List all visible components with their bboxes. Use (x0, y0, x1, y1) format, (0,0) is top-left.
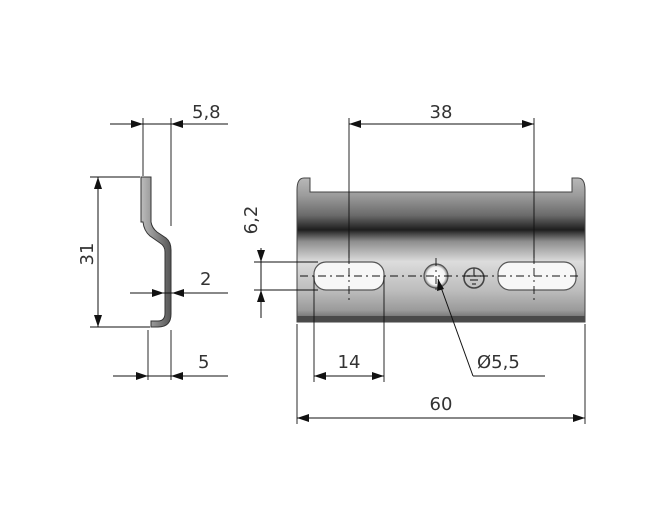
front-view: 38 6,2 14 Ø5,5 60 (241, 102, 586, 424)
dim-label-slot-spacing: 38 (430, 102, 453, 123)
arrow (152, 289, 164, 297)
rail-profile-shape (140, 176, 172, 328)
dim-label-profile-width: 5,8 (192, 102, 221, 123)
arrow (131, 120, 143, 128)
arrow (573, 414, 585, 422)
side-profile-view: 5,8 31 2 5 (77, 102, 228, 380)
dim-label-total-length: 60 (430, 394, 453, 415)
arrow (372, 372, 384, 380)
dim-label-lip-depth: 5 (198, 352, 209, 373)
arrow (136, 372, 148, 380)
dim-label-slot-length: 14 (338, 352, 361, 373)
arrow (171, 120, 183, 128)
arrow (257, 290, 265, 302)
dim-label-hole-diameter: Ø5,5 (477, 352, 520, 373)
arrow (94, 177, 102, 189)
arrow (94, 315, 102, 327)
dim-label-profile-height: 31 (77, 243, 98, 266)
dim-label-slot-height: 6,2 (241, 206, 262, 235)
arrow (297, 414, 309, 422)
arrow (314, 372, 326, 380)
arrow (522, 120, 534, 128)
leader-line-hole (437, 278, 474, 377)
rail-bottom-edge (297, 316, 585, 322)
arrow (257, 250, 265, 262)
arrow (171, 372, 183, 380)
arrow (172, 289, 184, 297)
arrow (437, 279, 444, 291)
arrow (349, 120, 361, 128)
dim-label-lip-thickness: 2 (200, 269, 211, 290)
rail-body (296, 177, 586, 323)
earth-symbol-icon (463, 267, 485, 289)
